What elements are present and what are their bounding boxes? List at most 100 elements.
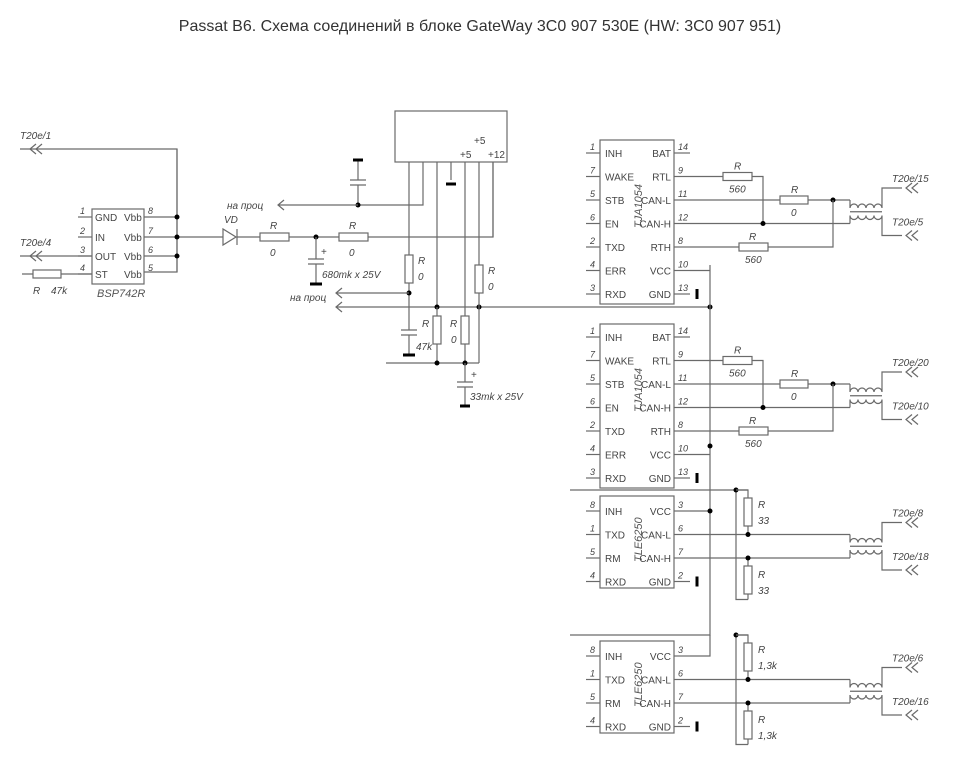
bsp-pin-name: IN [95, 233, 105, 244]
tja-pin-num: 7 [590, 166, 596, 176]
connector-icon [905, 182, 919, 241]
tle-pin-name: VCC [650, 507, 671, 518]
bsp-pin-name: Vbb [124, 233, 142, 244]
tja-pin-name: CAN-H [639, 220, 671, 231]
tja-pin-name: CAN-L [641, 196, 671, 207]
bsp-pin-num: 7 [148, 226, 154, 236]
tle-pin-num: 6 [678, 524, 683, 534]
connector-label: T20e/15 [892, 174, 929, 185]
resistor-r6 [460, 315, 470, 345]
tja1054-name: TJA1054 [633, 184, 645, 228]
resistor-mid [779, 379, 809, 389]
mid-value: 0 [791, 208, 797, 219]
tle-pin-num: 2 [677, 716, 683, 726]
resistor-r5 [432, 315, 442, 345]
r5-label: R [422, 319, 429, 330]
tle-pin-name: CAN-L [641, 676, 671, 687]
tja-pin-name: ERR [605, 451, 626, 462]
tja-pin-num: 12 [678, 397, 688, 407]
r-label: R [758, 645, 765, 656]
tja-pin-num: 13 [678, 283, 688, 293]
tle-pin-num: 4 [590, 571, 595, 581]
tle-pin-num: 5 [590, 547, 596, 557]
tja-pin-num: 7 [590, 350, 596, 360]
tja-pin-name: WAKE [605, 173, 634, 184]
common-mode-choke-icon [849, 215, 902, 237]
bsp-pin-name: Vbb [124, 252, 142, 263]
tle-pin-name: TXD [605, 676, 625, 687]
r-value: 33 [758, 516, 770, 527]
rtl-value: 560 [729, 369, 746, 380]
tja-pin-num: 1 [590, 326, 595, 336]
tja-pin-name: WAKE [605, 357, 634, 368]
tja-pin-num: 9 [678, 350, 683, 360]
vcc-wire [690, 635, 711, 657]
reg-label-p5a: +5 [474, 136, 486, 147]
r4-value: 0 [488, 282, 494, 293]
diode-vd [222, 227, 238, 247]
common-mode-choke-icon [849, 399, 902, 421]
connector-label: T20e/18 [892, 552, 929, 563]
bsp-pin-num: 1 [80, 206, 85, 216]
termination-resistor-top [743, 642, 753, 672]
bsp-st-resistor-label: R [33, 286, 40, 297]
junction [760, 221, 766, 226]
termination-resistor-top [743, 497, 753, 527]
rtl-label: R [734, 162, 741, 173]
tja-pin-num: 10 [678, 444, 688, 454]
tja-pin-num: 10 [678, 260, 688, 270]
tja-pin-name: RXD [605, 474, 626, 485]
diagram-title: Passat B6. Схема соединений в блоке Gate… [178, 18, 782, 35]
common-mode-choke-icon [849, 187, 902, 209]
bsp-pin-num: 6 [148, 245, 153, 255]
rth-wire [690, 200, 834, 248]
tle-pin-name: RM [605, 699, 621, 710]
tja-pin-name: INH [605, 333, 622, 344]
cap-plus: + [321, 247, 327, 258]
tle-pin-name: RXD [605, 723, 626, 734]
bsp-pin-num: 3 [80, 245, 85, 255]
connector-icon [905, 366, 919, 425]
connector-t20e-4: T20e/4 [20, 238, 52, 249]
junction [707, 508, 713, 514]
tja-pin-num: 4 [590, 260, 595, 270]
tle-pin-name: TXD [605, 531, 625, 542]
can-wires [690, 678, 850, 704]
tja-pin-name: INH [605, 149, 622, 160]
r4-label: R [488, 266, 495, 277]
tja-pin-name: RXD [605, 290, 626, 301]
tja-pin-name: GND [649, 290, 671, 301]
junction [745, 700, 751, 706]
common-mode-choke-icon [849, 371, 902, 393]
bsp742r-chip [91, 208, 145, 285]
tle-pin-name: VCC [650, 652, 671, 663]
tja-pin-num: 8 [678, 420, 683, 430]
tja-pin-num: 11 [678, 189, 687, 199]
tja1054-chip [599, 139, 675, 305]
tle6250-name: TLE6250 [633, 661, 645, 707]
tja-pin-name: RTL [652, 173, 671, 184]
r-value: 1,3k [758, 661, 778, 672]
connector-t20e-1: T20e/1 [20, 131, 51, 142]
connector-label: T20e/8 [892, 509, 924, 520]
connector-label: T20e/16 [892, 697, 929, 708]
tle6250-block: TLE62508INH3VCC1TXD6CAN-L5RM7CAN-H4RXD2G… [586, 487, 929, 601]
tle-pin-name: CAN-L [641, 531, 671, 542]
tja1054-block: TJA10541INH14BAT7WAKE9RTL5STB11CAN-L6EN1… [586, 139, 929, 305]
resistor-mid [779, 195, 809, 205]
bsp-pin-name: Vbb [124, 270, 142, 281]
tja-pin-name: RTL [652, 357, 671, 368]
tle-pin-name: INH [605, 652, 622, 663]
bsp-pin-num: 4 [80, 263, 85, 273]
tja-pin-name: BAT [652, 149, 671, 160]
rth-value: 560 [745, 255, 762, 266]
tle-pin-name: RXD [605, 578, 626, 589]
tja-pin-num: 6 [590, 397, 595, 407]
tja1054-block: TJA10541INH14BAT7WAKE9RTL5STB11CAN-L6EN1… [586, 323, 929, 489]
tle-pin-name: CAN-H [639, 554, 671, 565]
connector-icon [905, 662, 919, 721]
bsp-pin-num: 2 [79, 226, 85, 236]
tja-pin-num: 3 [590, 467, 595, 477]
bsp-pin-name: ST [95, 270, 108, 281]
